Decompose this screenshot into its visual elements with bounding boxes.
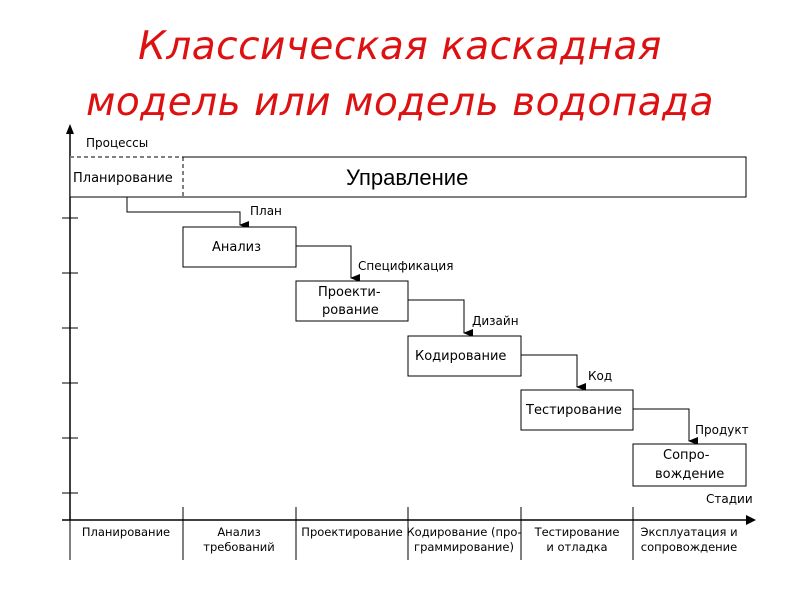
output-label-design: Дизайн: [472, 314, 519, 328]
process-box-analysis: [182, 226, 297, 268]
process-box-coding-label: Кодирование: [415, 349, 506, 364]
process-box-design-label-2: рование: [322, 303, 379, 318]
output-label-product: Продукт: [695, 423, 749, 437]
x-axis-label: Стадии: [706, 492, 753, 506]
stage-label-testing-2: и отладка: [546, 540, 607, 554]
output-label-code: Код: [588, 369, 612, 383]
arrow-code: [521, 354, 586, 391]
slide-title-line-1: Классическая каскадная: [138, 24, 662, 69]
stage-label-coding-1: Кодирование (про-: [407, 525, 522, 539]
output-label-plan: План: [250, 204, 282, 218]
stage-label-coding-2: граммирование): [414, 540, 514, 554]
process-box-testing-label: Тестирование: [525, 403, 622, 418]
stage-label-operation-2: сопровождение: [641, 540, 737, 554]
process-box-maintenance-label-2: вождение: [655, 467, 724, 482]
management-label: Управление: [346, 165, 468, 190]
process-box-design-label-1: Проекти-: [318, 285, 381, 300]
stage-label-testing-1: Тестирование: [534, 525, 620, 539]
arrow-specification: [296, 245, 360, 282]
process-box-maintenance: [632, 443, 747, 487]
y-axis-label: Процессы: [86, 136, 148, 150]
process-box-coding: [407, 335, 522, 377]
stage-label-operation-1: Эксплуатация и: [640, 525, 737, 539]
process-box-design: [295, 280, 409, 322]
y-axis-arrow: [66, 124, 74, 134]
stage-labels: Планирование Анализ требований Проектиро…: [82, 525, 738, 554]
stage-label-analysis-2: требований: [203, 540, 275, 554]
output-label-specification: Спецификация: [358, 259, 453, 273]
arrow-product: [633, 408, 698, 445]
management-band: [69, 156, 747, 198]
planning-label: Планирование: [73, 171, 173, 186]
stage-label-design: Проектирование: [301, 525, 402, 539]
process-box-maintenance-label-1: Сопро-: [663, 448, 710, 463]
stage-label-planning: Планирование: [82, 525, 170, 539]
process-box-analysis-label: Анализ: [212, 240, 261, 255]
slide-title-line-2: модель или модель водопада: [85, 80, 715, 125]
process-box-testing: [520, 389, 634, 431]
x-axis-stage-dividers: [69, 507, 634, 560]
arrow-design: [408, 299, 473, 337]
x-axis-arrow: [746, 515, 756, 525]
arrow-plan: [126, 197, 249, 229]
y-axis-ticks: [62, 217, 78, 494]
stage-label-analysis-1: Анализ: [217, 525, 260, 539]
